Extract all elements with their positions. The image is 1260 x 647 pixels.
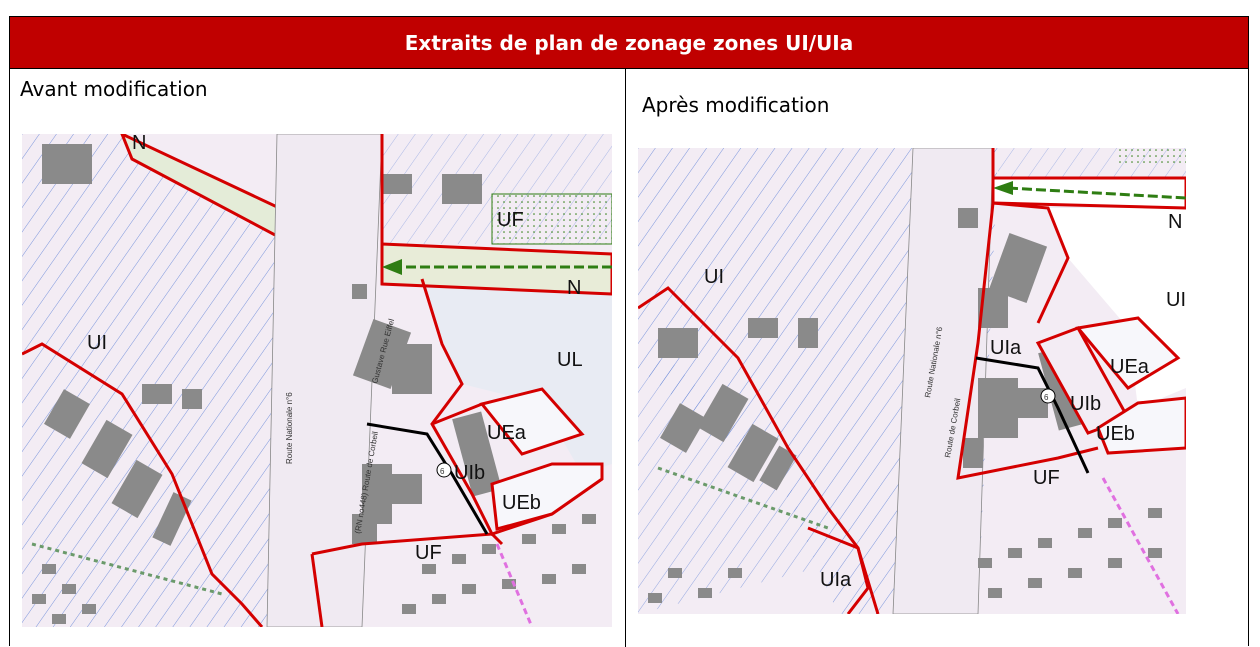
before-caption: Avant modification bbox=[20, 77, 208, 101]
after-label-ueb: UEb bbox=[1096, 423, 1135, 445]
before-label-uf: UF bbox=[415, 542, 442, 564]
before-label-ul: UL bbox=[557, 349, 583, 371]
before-label-n-right: N bbox=[567, 277, 581, 299]
before-label-n-top: N bbox=[132, 134, 146, 154]
after-label-uf: UF bbox=[1033, 467, 1060, 489]
after-label-ul-partial: UI bbox=[1166, 289, 1186, 311]
after-map: 6 Route Nationale n°6 Route de Corbeil N… bbox=[638, 148, 1186, 614]
after-label-uia: UIa bbox=[990, 337, 1022, 359]
after-label-n-right: N bbox=[1168, 211, 1182, 233]
table-title: Extraits de plan de zonage zones UI/UIa bbox=[404, 30, 854, 55]
after-label-uia-bottom: UIa bbox=[820, 569, 852, 591]
hatched-area-west bbox=[22, 134, 292, 627]
before-street-rn6: Route Nationale n°6 bbox=[285, 392, 294, 464]
before-label-ui: UI bbox=[87, 332, 107, 354]
after-circle-num: 6 bbox=[1044, 393, 1049, 402]
comparison-table: Extraits de plan de zonage zones UI/UIa … bbox=[9, 16, 1249, 647]
before-map: 6 Route Nationale n°6 (RN no448) Route d… bbox=[22, 134, 612, 627]
before-circle-num: 6 bbox=[440, 467, 445, 476]
after-caption: Après modification bbox=[642, 93, 830, 117]
after-label-uib: UIb bbox=[1070, 393, 1101, 415]
before-label-ui-bottom: UI bbox=[202, 625, 222, 627]
before-label-uib: UIb bbox=[454, 462, 485, 484]
before-label-ueb: UEb bbox=[502, 492, 541, 514]
after-label-ui: UI bbox=[704, 266, 724, 288]
table-header: Extraits de plan de zonage zones UI/UIa bbox=[10, 17, 1248, 69]
before-label-uea: UEa bbox=[487, 422, 527, 444]
before-label-uf-top: UF bbox=[497, 209, 524, 231]
column-divider bbox=[625, 69, 626, 647]
after-label-uea: UEa bbox=[1110, 356, 1150, 378]
